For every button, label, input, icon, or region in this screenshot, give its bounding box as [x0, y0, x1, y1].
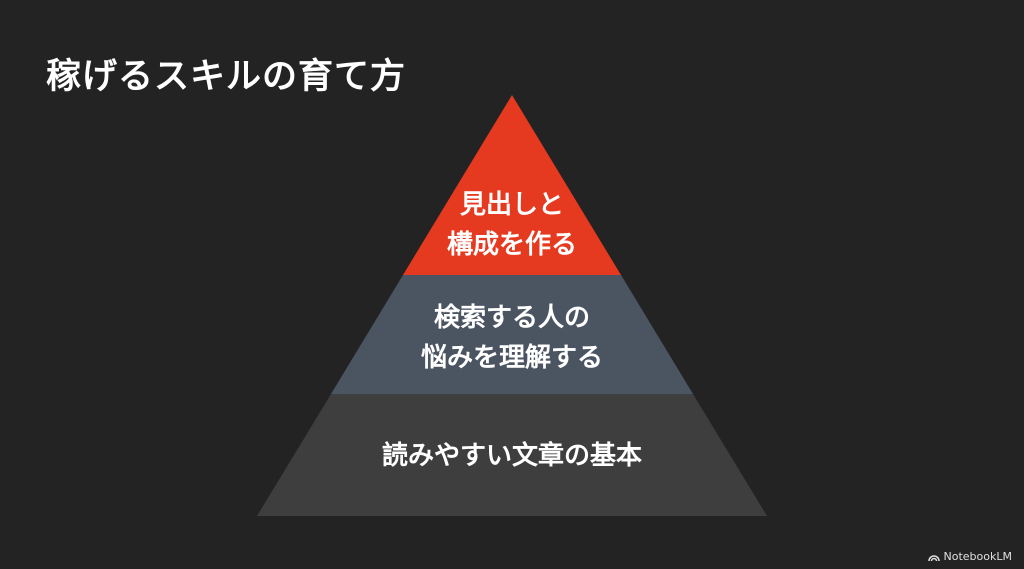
tier-top-label: 見出しと 構成を作る — [0, 185, 1024, 265]
notebooklm-logo-icon — [927, 554, 940, 561]
pyramid-tier-middle — [331, 275, 693, 394]
tier-bottom-label: 読みやすい文章の基本 — [0, 436, 1024, 476]
tier-top-line-1: 見出しと — [459, 190, 564, 220]
watermark-text: NotebookLM — [943, 550, 1012, 563]
pyramid-tier-top — [403, 95, 621, 275]
watermark: NotebookLM — [927, 550, 1012, 563]
tier-bottom-line-1: 読みやすい文章の基本 — [381, 441, 642, 471]
tier-top-line-2: 構成を作る — [446, 230, 577, 260]
tier-middle-line-1: 検索する人の — [433, 303, 590, 333]
slide-title: 稼げるスキルの育て方 — [46, 57, 407, 97]
pyramid-tier-bottom — [257, 394, 767, 516]
tier-middle-line-2: 悩みを理解する — [420, 343, 603, 373]
tier-middle-label: 検索する人の 悩みを理解する — [0, 298, 1024, 378]
